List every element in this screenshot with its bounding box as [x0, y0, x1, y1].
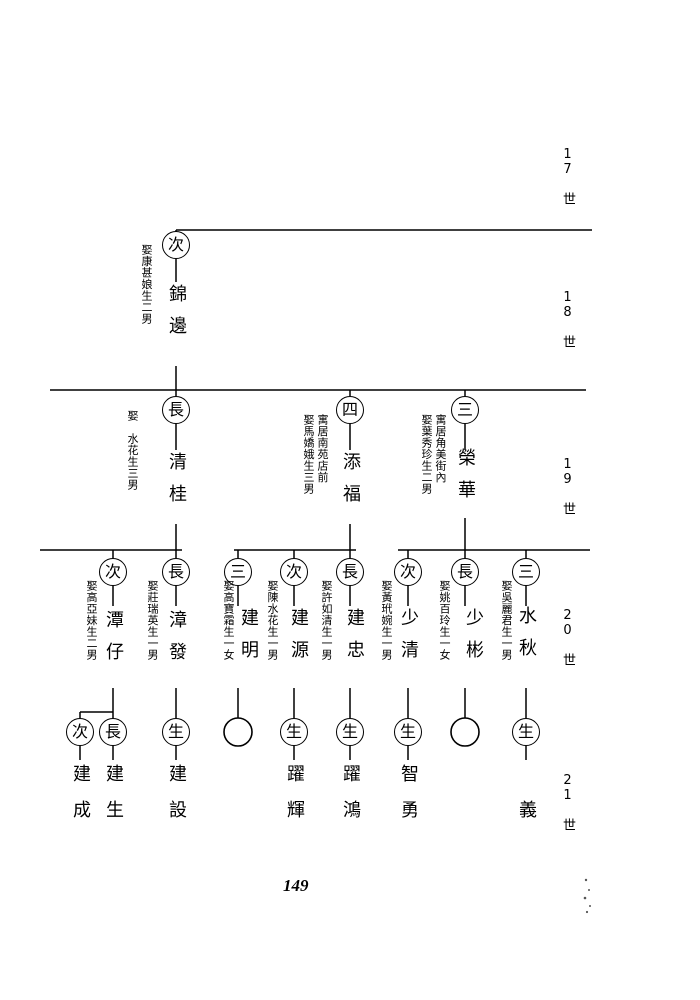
rank-badge-jiansheng: 長: [99, 718, 127, 746]
person-name-jiancheng: 建成: [70, 764, 91, 836]
person-note-zhangfa: 娶莊瑞英生一男: [146, 580, 159, 661]
rank-badge-tanzai: 次: [99, 558, 127, 586]
person-name-yaohui: 躍輝: [284, 764, 305, 836]
rank-badge-jiancheng: 次: [66, 718, 94, 746]
generation-label-20: 20 世: [560, 608, 575, 666]
person-note-shaoqing: 娶黃玳婉生一男: [380, 580, 393, 661]
person-name-jianyuan: 建源: [288, 608, 309, 672]
rank-badge-shaoqing: 次: [394, 558, 422, 586]
rank-badge-tianfu: 四: [336, 396, 364, 424]
person-note-jianzhong: 娶許如清生一男: [320, 580, 333, 661]
person-name-zhiyong: 智勇: [398, 764, 419, 836]
person-name-yi: 義: [516, 800, 537, 832]
person-name-jinbian: 錦邊: [166, 284, 187, 348]
person-name-tianfu: 添福: [340, 452, 361, 516]
person-note-jianyuan: 娶陳水花生一男: [266, 580, 279, 661]
person-name-jianming: 建明: [238, 608, 259, 672]
generation-label-21: 21 世: [560, 773, 575, 831]
scan-speck: [589, 905, 591, 907]
rank-badge-jinbian: 次: [162, 231, 190, 259]
person-note-tanzai: 娶高亞妹生二男: [85, 580, 98, 661]
empty-circle-jianming-child: [223, 717, 253, 747]
rank-badge-zhangfa: 長: [162, 558, 190, 586]
person-name-jiansheng: 建生: [103, 764, 124, 836]
person-note-jianming: 娶高寶霜生一女: [222, 580, 235, 661]
rank-badge-jianyuan: 次: [280, 558, 308, 586]
person-name-shaoqing: 少清: [398, 608, 419, 672]
rank-badge-jianzhong: 長: [336, 558, 364, 586]
scan-speck: [583, 896, 587, 900]
rank-badge-zhiyong: 生: [394, 718, 422, 746]
person-name-tanzai: 潭仔: [103, 610, 124, 674]
rank-badge-yi: 生: [512, 718, 540, 746]
page-number: 149: [283, 876, 309, 895]
person-name-shuiqiu: 水秋: [516, 606, 537, 670]
scan-speck: [588, 889, 590, 891]
rank-badge-shaobin: 長: [451, 558, 479, 586]
person-name-zhangfa: 漳發: [166, 610, 187, 674]
person-name-jianzhong: 建忠: [344, 608, 365, 672]
rank-badge-yaohong: 生: [336, 718, 364, 746]
rank-badge-yaohui: 生: [280, 718, 308, 746]
rank-badge-qinggui: 長: [162, 396, 190, 424]
generation-label-18: 18 世: [560, 290, 575, 348]
person-note-jinbian: 娶康甚娘生二男: [140, 244, 153, 325]
generation-label-19: 19 世: [560, 457, 575, 515]
person-note-tianfu-residence: 寓居南苑店前: [316, 414, 329, 483]
person-note-qinggui: 娶 水花生三男: [126, 410, 139, 491]
person-name-yaohong: 躍鴻: [340, 764, 361, 836]
rank-badge-jianshe: 生: [162, 718, 190, 746]
generation-label-17: 17 世: [560, 147, 575, 205]
rank-badge-shuiqiu: 三: [512, 558, 540, 586]
scan-speck: [585, 910, 589, 914]
person-name-qinggui: 清桂: [166, 452, 187, 516]
person-name-shaobin: 少彬: [463, 608, 484, 672]
rank-badge-ronghua: 三: [451, 396, 479, 424]
empty-circle-shaobin-child: [450, 717, 480, 747]
person-note-ronghua-residence: 寓居角美街內: [434, 414, 447, 483]
rank-badge-jianming: 三: [224, 558, 252, 586]
person-name-jianshe: 建設: [166, 764, 187, 836]
person-note-shuiqiu: 娶吳麗君生一男: [500, 580, 513, 661]
person-note-ronghua-marriage: 娶葉秀珍生二男: [420, 414, 433, 495]
scan-speck: [584, 878, 588, 882]
person-note-shaobin: 娶姚百玲生一女: [438, 580, 451, 661]
person-name-ronghua: 榮華: [455, 448, 476, 512]
person-note-tianfu-marriage: 娶馬嬌娥生三男: [302, 414, 315, 495]
